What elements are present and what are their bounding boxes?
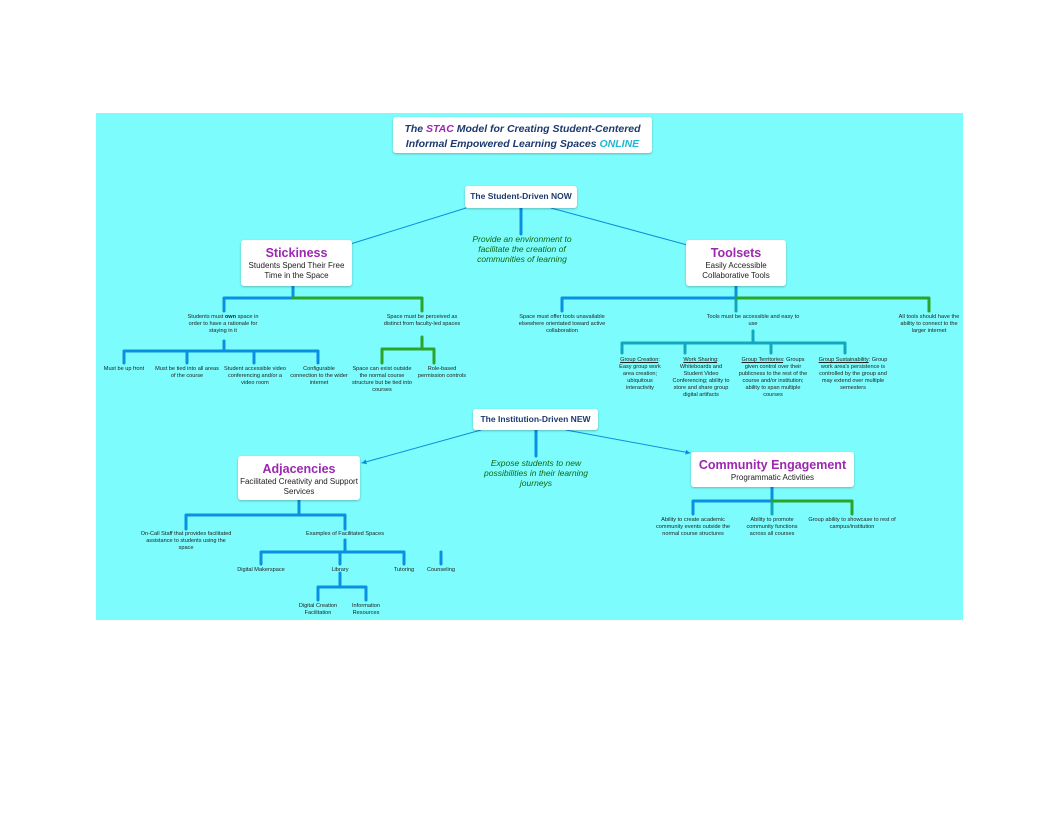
adjacencies-heading: Adjacencies — [262, 462, 336, 476]
adjacencies-subheading: Facilitated Creativity and Support Servi… — [240, 477, 358, 496]
work-sharing-text: : Whiteboards and Student Video Conferen… — [672, 357, 730, 398]
node-institution-driven-new: The Institution-Driven NEW — [473, 409, 598, 430]
group-territories-text: : Groups given control over their public… — [738, 357, 808, 398]
node-counseling: Counseling — [427, 567, 455, 573]
node-student-video-conferencing: Student accessible video conferencing an… — [224, 366, 286, 386]
map-title-line-2: Informal Empowered Learning Spaces ONLIN… — [393, 137, 652, 152]
node-library: Library — [331, 567, 349, 573]
stickiness-heading: Stickiness — [265, 246, 328, 260]
node-tools-unavailable-elsewhere: Space must offer tools unavailable elsew… — [518, 314, 606, 334]
connector-toolsets-connect — [734, 296, 931, 313]
work-sharing-label: Work Sharing — [683, 357, 718, 363]
group-sustainability-label: Group Sustainability — [818, 357, 869, 363]
node-tools-accessible: Tools must be accessible and easy to use — [706, 314, 800, 327]
title-stac: STAC — [426, 123, 454, 135]
connector-new-adjacencies — [361, 429, 482, 465]
connector-now-toolsets — [550, 207, 692, 248]
node-tutoring: Tutoring — [393, 567, 415, 573]
own-text-bold: own — [224, 314, 237, 320]
node-students-own-space: Students must own space in order to have… — [184, 314, 262, 335]
node-must-be-up-front: Must be up front — [103, 366, 145, 372]
node-promote-community-functions: Ability to promote community functions a… — [746, 517, 798, 537]
node-configurable-connection: Configurable connection to the wider int… — [290, 366, 348, 386]
toolsets-subheading: Easily Accessible Collaborative Tools — [702, 261, 770, 280]
connector-accessible-children — [620, 329, 847, 355]
node-tied-into-all-areas: Must be tied into all areas of the cours… — [155, 366, 219, 379]
connector-library-children — [316, 571, 368, 602]
node-student-driven-now: The Student-Driven NOW — [465, 186, 577, 208]
connector-adjacencies-children — [184, 498, 347, 531]
node-space-outside-course: Space can exist outside the normal cours… — [351, 366, 412, 393]
map-title-line-1: The STAC Model for Creating Student-Cent… — [393, 122, 652, 137]
node-digital-makerspace: Digital Makerspace — [237, 567, 285, 573]
own-text-pre: Students must — [187, 314, 225, 320]
group-sustainability-text: : Group work area's persistence is contr… — [819, 357, 888, 391]
connector-community-events — [691, 485, 774, 516]
toolsets-heading: Toolsets — [710, 246, 762, 260]
map-title: The STAC Model for Creating Student-Cent… — [393, 117, 652, 153]
node-information-resources: Information Resources — [352, 603, 380, 616]
node-group-showcase: Group ability to showcase to rest of cam… — [808, 517, 896, 530]
own-text-post: space in order to have a rationale for s… — [188, 314, 259, 334]
node-adjacencies: Adjacencies Facilitated Creativity and S… — [238, 456, 360, 500]
connector-examples-children — [259, 538, 443, 566]
connector-now-stickiness — [343, 207, 467, 248]
title-text: The — [404, 123, 427, 135]
node-toolsets: Toolsets Easily Accessible Collaborative… — [686, 240, 786, 286]
connector-lines — [122, 206, 931, 602]
title-online: ONLINE — [599, 138, 640, 150]
connector-community-showcase — [770, 499, 854, 516]
group-creation-text: : Easy group work area creation; ubiquit… — [619, 357, 661, 391]
mindmap-canvas: The STAC Model for Creating Student-Cent… — [96, 113, 963, 620]
student-driven-center-text: Provide an environment to facilitate the… — [472, 234, 572, 264]
stickiness-subheading: Students Spend Their Free Time in the Sp… — [248, 261, 345, 280]
node-stickiness: Stickiness Students Spend Their Free Tim… — [241, 240, 352, 286]
title-text: Model for Creating Student-Centered — [453, 123, 641, 135]
node-group-creation: Group Creation: Easy group work area cre… — [614, 357, 666, 392]
node-space-distinct: Space must be perceived as distinct from… — [383, 314, 461, 327]
community-heading: Community Engagement — [698, 458, 847, 472]
node-community-engagement: Community Engagement Programmatic Activi… — [691, 452, 854, 487]
node-digital-creation-facilitation: Digital Creation Facilitation — [298, 603, 338, 616]
institution-driven-center-text: Expose students to new possibilities in … — [484, 458, 588, 488]
node-on-call-staff: On-Call Staff that provides facilitated … — [140, 531, 232, 551]
node-group-sustainability: Group Sustainability: Group work area's … — [816, 357, 890, 392]
connector-stickiness-distinct — [291, 296, 424, 313]
node-role-based-permissions: Role-based permission controls — [417, 366, 467, 379]
node-tools-connect-internet: All tools should have the ability to con… — [898, 314, 960, 334]
connector-distinct-children — [380, 335, 436, 365]
title-text: Informal Empowered Learning Spaces — [405, 138, 600, 150]
community-subheading: Programmatic Activities — [730, 473, 815, 482]
node-academic-community-events: Ability to create academic community eve… — [656, 517, 730, 537]
group-creation-label: Group Creation — [620, 357, 659, 363]
node-examples-facilitated-spaces: Examples of Facilitated Spaces — [305, 531, 385, 537]
connector-stickiness-own — [222, 285, 295, 313]
node-work-sharing: Work Sharing: Whiteboards and Student Vi… — [672, 357, 730, 399]
connector-toolsets-offer — [560, 285, 738, 313]
group-territories-label: Group Territories — [741, 357, 784, 363]
connector-new-community — [565, 429, 691, 455]
node-group-territories: Group Territories: Groups given control … — [736, 357, 810, 399]
connector-own-children — [122, 339, 320, 365]
